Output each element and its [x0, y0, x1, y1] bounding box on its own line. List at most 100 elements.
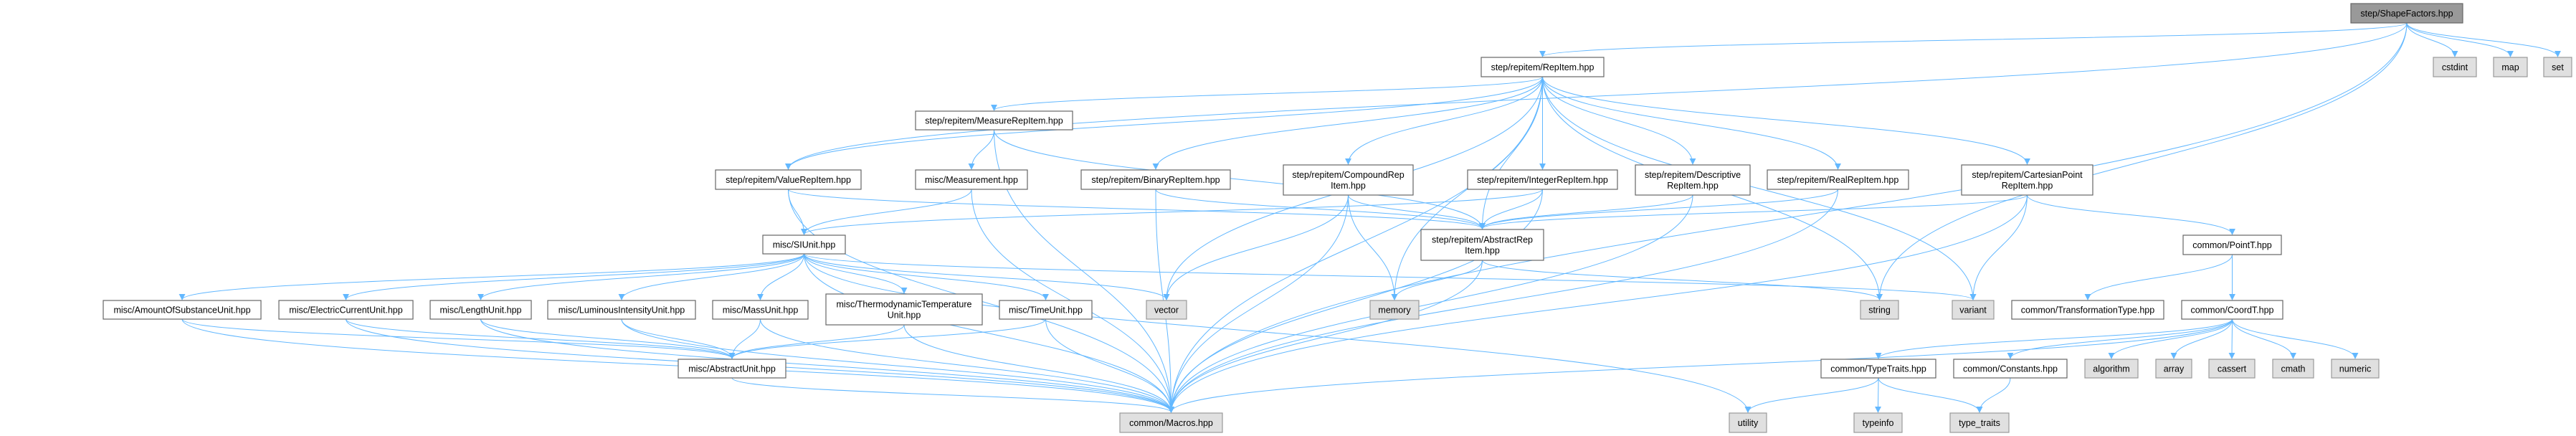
edge-coordt-to-constants [2007, 318, 2233, 359]
node-label: step/repitem/Descriptive [1645, 170, 1741, 180]
node-measurerep[interactable]: step/repitem/MeasureRepItem.hpp [915, 110, 1073, 131]
node-box [2493, 57, 2528, 77]
edge-valuerep-to-siunit [788, 189, 807, 235]
node-label: misc/AmountOfSubstanceUnit.hpp [113, 305, 250, 316]
node-coordt[interactable]: common/CoordT.hpp [2181, 300, 2283, 320]
node-pointt[interactable]: common/PointT.hpp [2182, 234, 2282, 255]
node-transformtype[interactable]: common/TransformationType.hpp [2011, 300, 2164, 320]
edge-coordt-to-macros [1168, 318, 2233, 413]
node-typeinfo[interactable]: typeinfo [1853, 412, 1903, 433]
edge-integerrep-to-siunit [801, 189, 1543, 235]
edge-repitem-to-measurerep [991, 76, 1543, 111]
node-timeunit[interactable]: misc/TimeUnit.hpp [999, 300, 1093, 320]
node-cstdint[interactable]: cstdint [2433, 57, 2477, 77]
node-label: step/repitem/CartesianPoint [1972, 170, 2083, 180]
edge-binaryrep-to-abstractrep [1155, 189, 1486, 229]
node-luminousunit[interactable]: misc/LuminousIntensityUnit.hpp [547, 300, 696, 320]
node-macros[interactable]: common/Macros.hpp [1119, 412, 1223, 433]
node-label: step/repitem/IntegerRepItem.hpp [1477, 175, 1608, 185]
node-label: cstdint [2442, 62, 2468, 72]
node-array[interactable]: array [2155, 359, 2192, 379]
edge-coordt-to-array [2170, 318, 2233, 359]
node-valuerep[interactable]: step/repitem/ValueRepItem.hpp [715, 169, 862, 190]
edge-cartesianrep-to-pointt [2027, 194, 2235, 235]
edge-repitem-to-realrep [1542, 76, 1841, 170]
node-integerrep[interactable]: step/repitem/IntegerRepItem.hpp [1467, 169, 1618, 190]
node-lengthunit[interactable]: misc/LengthUnit.hpp [429, 300, 532, 320]
node-label: RepItem.hpp [1667, 181, 1719, 191]
edge-shape-to-string [1876, 22, 2408, 300]
node-box [278, 300, 414, 320]
node-siunit[interactable]: misc/SIUnit.hpp [762, 234, 846, 255]
node-label: Unit.hpp [888, 311, 921, 321]
node-cassert[interactable]: cassert [2208, 359, 2256, 379]
node-algorithm[interactable]: algorithm [2084, 359, 2139, 379]
edge-coordt-to-cassert [2228, 318, 2235, 359]
node-label: misc/MassUnit.hpp [723, 305, 799, 316]
node-numeric[interactable]: numeric [2331, 359, 2380, 379]
node-cmath[interactable]: cmath [2272, 359, 2314, 379]
edge-coordt-to-cmath [2232, 318, 2296, 359]
node-label: common/Macros.hpp [1129, 418, 1213, 428]
node-massunit[interactable]: misc/MassUnit.hpp [712, 300, 809, 320]
edge-constants-to-type_traits [1976, 377, 2011, 413]
node-label: RepItem.hpp [2002, 181, 2053, 191]
node-utility[interactable]: utility [1729, 412, 1767, 433]
node-amountunit[interactable]: misc/AmountOfSubstanceUnit.hpp [103, 300, 262, 320]
edge-shape-to-valuerep [785, 22, 2408, 170]
node-electricunit[interactable]: misc/ElectricCurrentUnit.hpp [278, 300, 414, 320]
node-type_traits[interactable]: type_traits [1949, 412, 2010, 433]
edge-typetraits-to-utility [1744, 377, 1879, 413]
node-shape[interactable]: step/ShapeFactors.hpp [2350, 3, 2463, 24]
node-binaryrep[interactable]: step/repitem/BinaryRepItem.hpp [1080, 169, 1231, 190]
edge-descriptiverep-to-abstractrep [1479, 194, 1693, 229]
node-label: Item.hpp [1465, 246, 1500, 256]
node-label: step/repitem/RealRepItem.hpp [1777, 175, 1899, 185]
edge-compoundrep-to-memory [1348, 194, 1398, 300]
node-label: cmath [2281, 364, 2305, 374]
edge-coordt-to-typetraits [1875, 318, 2233, 359]
node-typetraits[interactable]: common/TypeTraits.hpp [1820, 359, 1936, 379]
node-label: typeinfo [1863, 418, 1894, 428]
edge-lengthunit-to-macros [480, 318, 1174, 413]
edge-valuerep-to-abstractrep [788, 189, 1486, 229]
node-memory[interactable]: memory [1369, 300, 1420, 320]
node-box [1481, 57, 1605, 77]
edge-amountunit-to-abstractunit [181, 318, 736, 359]
node-vector[interactable]: vector [1146, 300, 1187, 320]
node-box [1119, 412, 1223, 433]
node-string[interactable]: string [1860, 300, 1899, 320]
node-label: type_traits [1959, 418, 2000, 428]
node-box [1369, 300, 1420, 320]
node-box [915, 110, 1073, 131]
node-variant[interactable]: variant [1952, 300, 1995, 320]
edge-realrep-to-macros [1168, 189, 1838, 413]
node-box [2181, 300, 2283, 320]
node-set[interactable]: set [2543, 57, 2572, 77]
node-repitem[interactable]: step/repitem/RepItem.hpp [1481, 57, 1605, 77]
node-abstractunit[interactable]: misc/AbstractUnit.hpp [678, 359, 786, 379]
node-label: cassert [2218, 364, 2247, 374]
node-constants[interactable]: common/Constants.hpp [1953, 359, 2068, 379]
node-map[interactable]: map [2493, 57, 2528, 77]
node-label: array [2164, 364, 2185, 374]
edge-siunit-to-electricunit [343, 253, 804, 300]
node-box [2350, 3, 2463, 24]
node-box [1952, 300, 1995, 320]
node-measurement[interactable]: misc/Measurement.hpp [915, 169, 1028, 190]
edge-repitem-to-variant [1542, 76, 1977, 300]
node-box [999, 300, 1093, 320]
node-label: step/repitem/AbstractRep [1432, 235, 1533, 245]
edge-shape-to-cstdint [2406, 22, 2458, 57]
edge-shape-to-map [2406, 22, 2514, 57]
node-realrep[interactable]: step/repitem/RealRepItem.hpp [1767, 169, 1909, 190]
edge-siunit-to-massunit [757, 253, 804, 300]
node-box [2182, 234, 2282, 255]
node-label: Item.hpp [1331, 181, 1366, 191]
edge-timeunit-to-abstractunit [728, 318, 1046, 359]
